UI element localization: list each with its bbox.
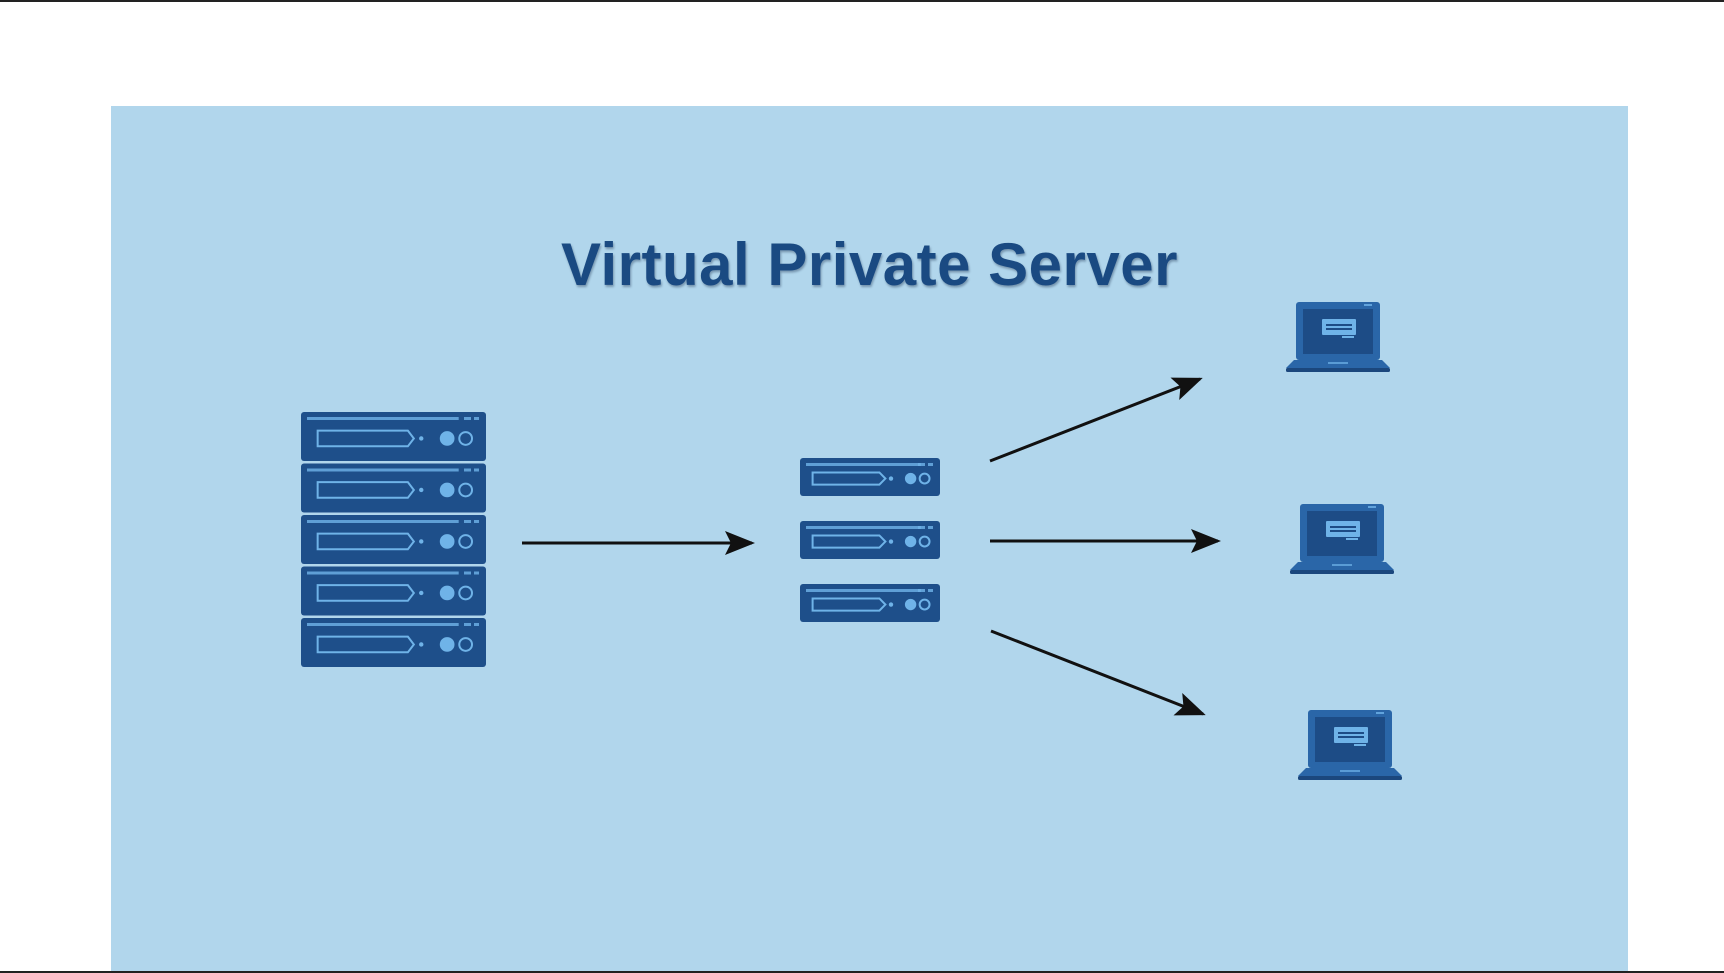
edge-vps-to-client-3 — [990, 629, 1206, 716]
vps-unit — [800, 584, 940, 622]
server-unit — [301, 618, 486, 667]
edge-vps-to-client-1 — [989, 377, 1203, 463]
server-unit — [301, 566, 486, 616]
edges — [522, 377, 1221, 716]
vps-unit — [800, 521, 940, 559]
laptop-icon — [1290, 504, 1394, 574]
server-unit — [301, 412, 486, 461]
server-rack-icon — [301, 412, 486, 667]
laptop-icon — [1298, 710, 1402, 780]
server-stack-icon — [800, 458, 940, 622]
bottom-border — [0, 971, 1724, 973]
vps-unit — [800, 458, 940, 496]
server-unit — [301, 463, 486, 513]
laptop-icon — [1286, 302, 1390, 372]
server-unit — [301, 515, 486, 564]
diagram-title: Virtual Private Server — [561, 231, 1178, 298]
top-border — [0, 0, 1724, 2]
